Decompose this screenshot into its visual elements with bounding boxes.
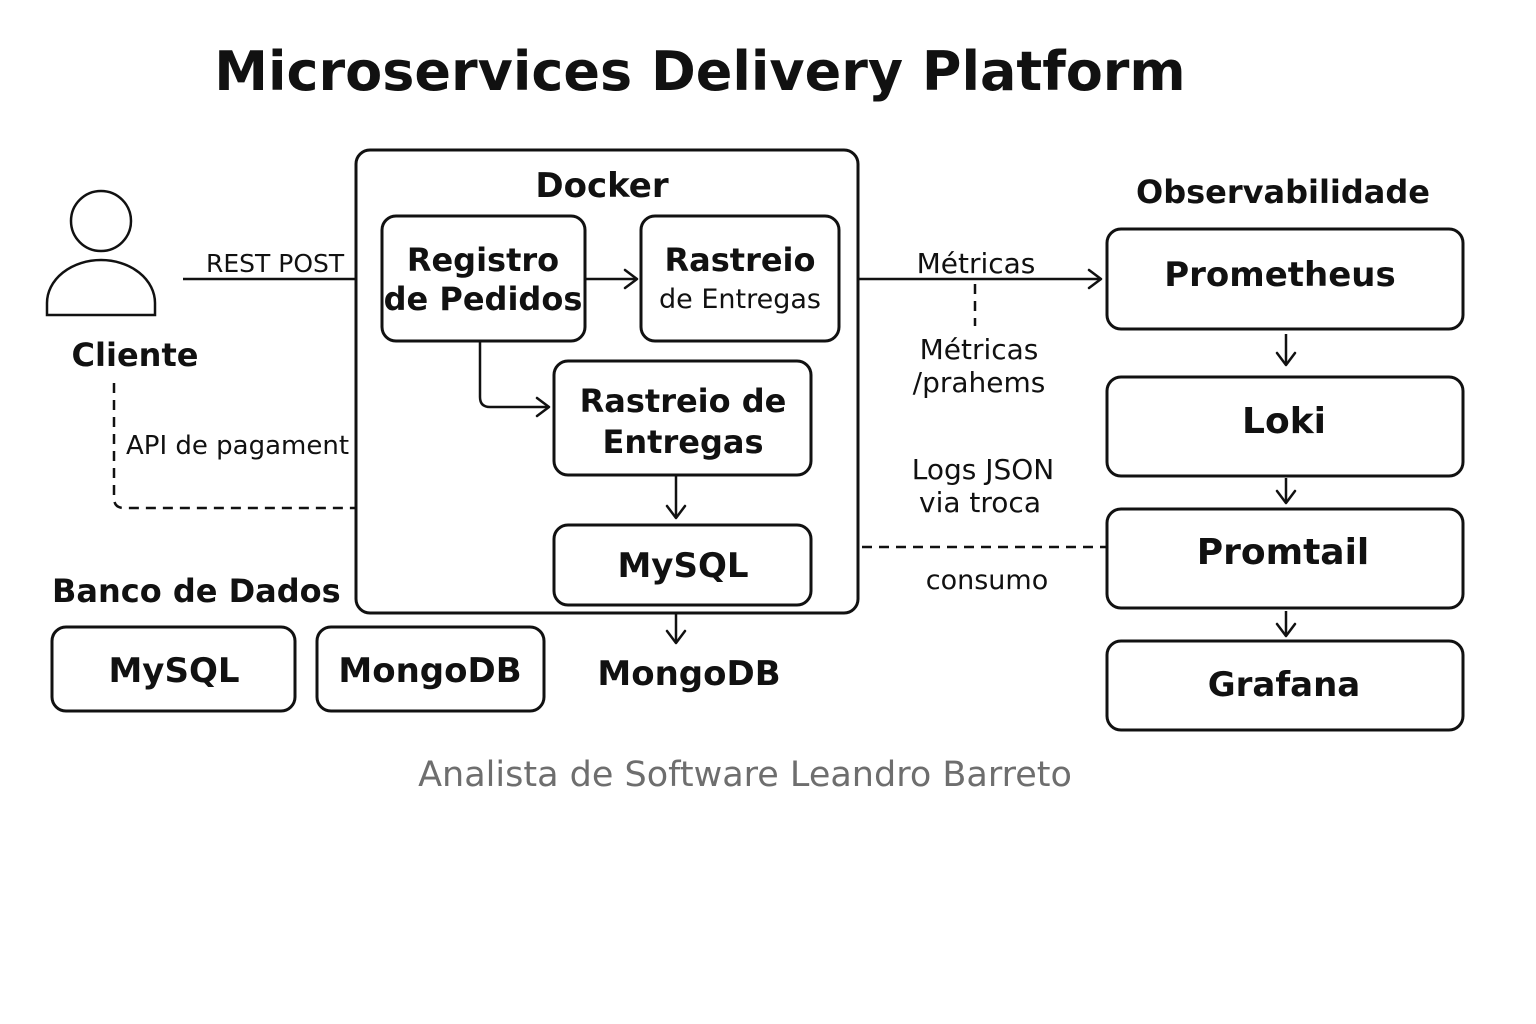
client-label: Cliente [72, 336, 199, 374]
promtail-label: Promtail [1197, 532, 1370, 573]
promtail-to-grafana-arrowhead [1275, 622, 1297, 638]
consumo-label: consumo [926, 565, 1048, 596]
prometheus-to-loki-arrowhead [1275, 351, 1297, 367]
rastreio-entregas-top-line1: Rastreio [664, 241, 815, 279]
metricas-arrowhead [1087, 268, 1103, 290]
logs-json-line1: Logs JSON [912, 453, 1055, 486]
loki-box [1105, 375, 1465, 478]
rest-post-label: REST POST [206, 249, 345, 278]
rastreio-entregas-top-line2: de Entregas [659, 284, 821, 315]
promtail-box [1105, 507, 1465, 610]
observability-title: Observabilidade [1136, 173, 1430, 211]
logs-json-line2: via troca [919, 486, 1041, 519]
database-title: Banco de Dados [52, 572, 341, 610]
prometheus-label: Prometheus [1164, 255, 1396, 295]
author-credit: Analista de Software Leandro Barreto [418, 755, 1072, 795]
loki-label: Loki [1242, 401, 1326, 442]
docker-mongodb-label: MongoDB [597, 654, 780, 694]
database-mysql-label: MySQL [108, 651, 239, 691]
grafana-box [1105, 639, 1465, 732]
payment-api-label: API de pagament [126, 431, 349, 461]
registro-to-rastreio-arrowhead [623, 268, 639, 290]
prometheus-box [1105, 227, 1465, 331]
database-mongodb-box [315, 625, 546, 713]
docker-mysql-label: MySQL [617, 546, 748, 586]
user-icon [45, 189, 157, 317]
registro-pedidos-line1: Registro [407, 241, 559, 279]
database-mongodb-label: MongoDB [338, 651, 521, 691]
database-mysql-box [50, 625, 297, 713]
diagram-title: Microservices Delivery Platform [214, 40, 1185, 103]
docker-title: Docker [535, 166, 668, 206]
metricas-prahems-line1: Métricas [920, 333, 1039, 366]
loki-to-promtail-arrowhead [1275, 489, 1297, 505]
grafana-label: Grafana [1208, 665, 1361, 705]
rastreio-entregas-mid-line1: Rastreio de [580, 382, 787, 420]
metricas-prahems-line2: /prahems [913, 366, 1046, 399]
registro-pedidos-line2: de Pedidos [384, 280, 583, 318]
metricas-label: Métricas [917, 247, 1036, 280]
rastreio-entregas-mid-line2: Entregas [603, 423, 764, 461]
rastreio-to-mysql-arrowhead [665, 504, 687, 520]
registro-to-rastreio-mid-arrowhead [535, 396, 551, 418]
rastreio-entregas-mid-box [552, 359, 813, 477]
registro-to-rastreio-mid-arrow [478, 341, 548, 409]
docker-to-mongodb-arrowhead [665, 629, 687, 645]
rastreio-entregas-top-box [639, 214, 841, 343]
docker-mysql-box [552, 523, 813, 607]
payment-connector [112, 383, 356, 510]
